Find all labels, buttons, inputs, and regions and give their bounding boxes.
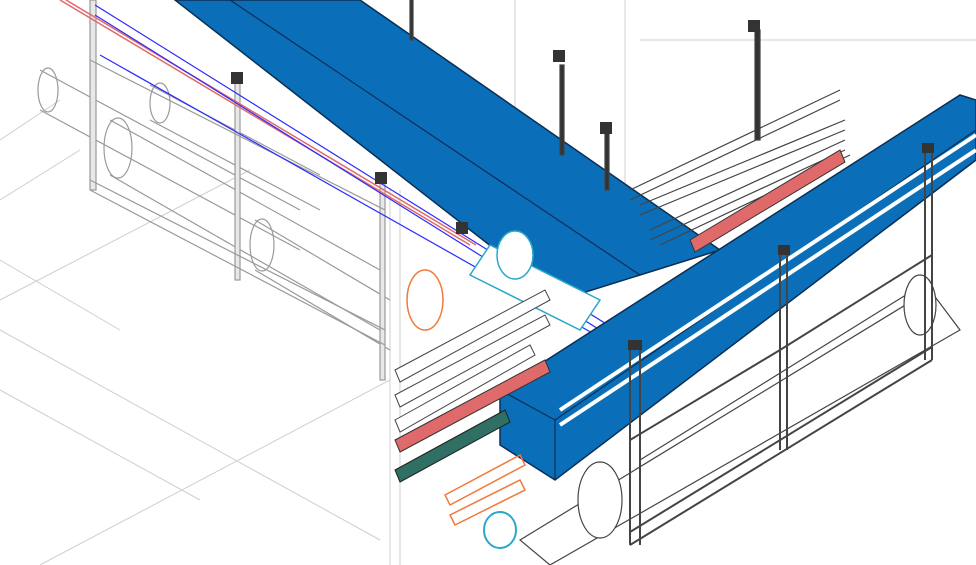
left-pipe-rack xyxy=(37,0,391,381)
hanger-frames xyxy=(629,150,933,546)
main-duct xyxy=(173,0,722,301)
red-pipe-lines-left xyxy=(59,0,477,246)
red-pipe-right xyxy=(689,149,846,253)
hanger-caps xyxy=(231,20,934,350)
pipe-bundle-center xyxy=(394,230,602,527)
